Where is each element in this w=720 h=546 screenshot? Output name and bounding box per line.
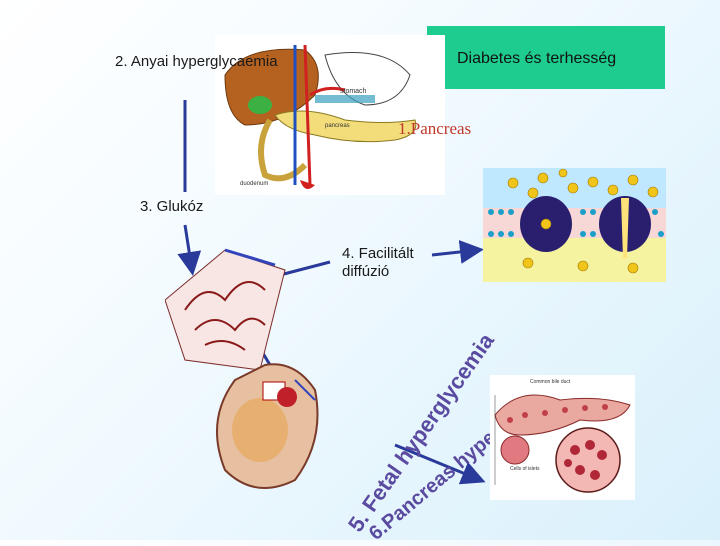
svg-text:stomach: stomach	[340, 88, 367, 95]
svg-text:Common bile duct: Common bile duct	[530, 379, 571, 385]
arrow-step3-to-placenta	[177, 224, 202, 276]
svg-text:Cells of islets: Cells of islets	[510, 466, 540, 472]
arrow-to-fetal-pancreas	[394, 443, 486, 485]
pancreas-anatomy-illustration: stomach pancreas duodenum	[215, 35, 445, 195]
title-box: Diabetes és terhesség	[427, 26, 665, 89]
glucose-transporter-illustration	[483, 168, 666, 282]
svg-text:pancreas: pancreas	[325, 123, 350, 129]
maternal-hyperglycaemia-label: 2. Anyai hyperglycaemia	[115, 53, 278, 70]
facilitated-diffusion-label-line1: 4. Facilitált	[342, 245, 414, 262]
placenta-fetus-illustration	[165, 248, 319, 489]
pancreas-label: 1.Pancreas	[398, 119, 472, 138]
facilitated-diffusion-label-line2: diffúzió	[342, 263, 390, 280]
glucose-label: 3. Glukóz	[140, 198, 204, 215]
slide-title: Diabetes és terhesség	[457, 50, 617, 67]
arrow-to-transporter	[431, 240, 484, 264]
fetal-pancreas-histology-illustration: Common bile duct Cells of islets	[490, 375, 635, 500]
svg-text:duodenum: duodenum	[240, 181, 268, 187]
